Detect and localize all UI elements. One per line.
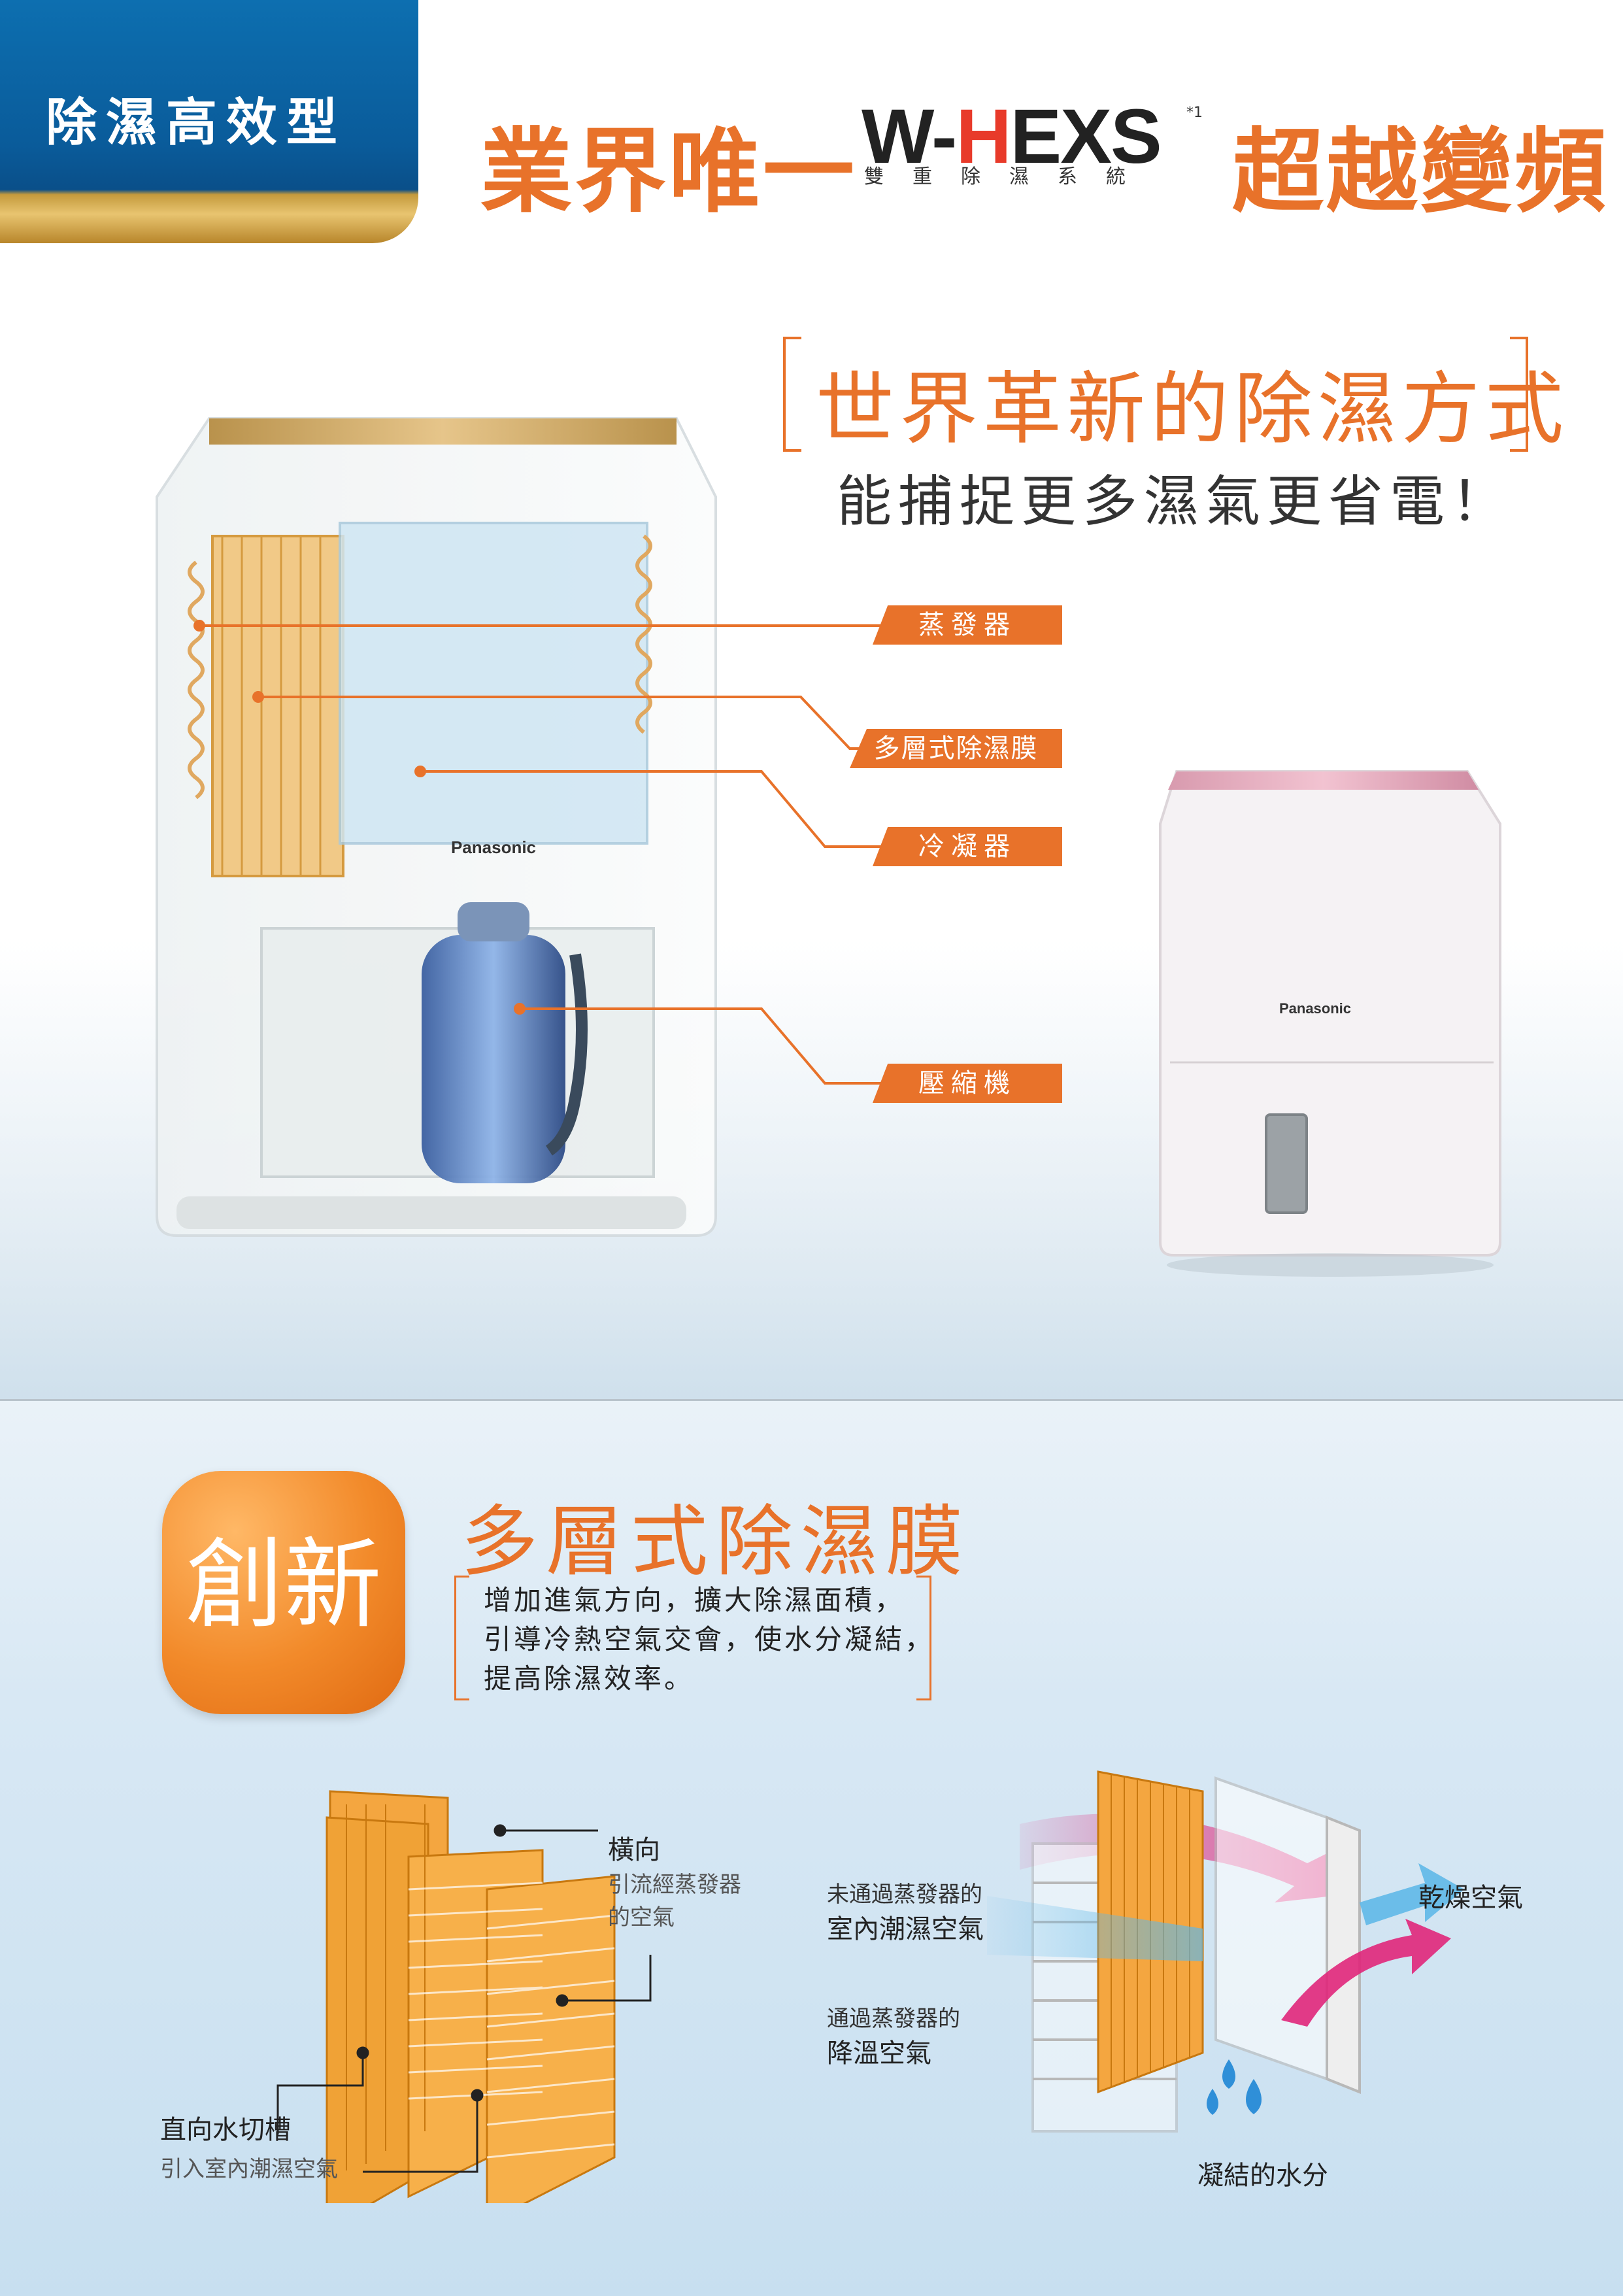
innovation-badge (162, 1471, 405, 1714)
category-badge (0, 0, 418, 243)
innovation-badge-label: 創新 (185, 1528, 382, 1642)
section-title: 多層式除濕膜 (461, 1496, 971, 1587)
label-horizontal-sub-2: 的空氣 (608, 1904, 675, 1931)
label-vertical-groove-sub: 引入室內潮濕空氣 (160, 2156, 338, 2182)
label-compressor: 壓縮機 (873, 1064, 1062, 1103)
label-horizontal: 橫向 (608, 1835, 660, 1865)
label-humid-air-sub: 未通過蒸發器的 (827, 1882, 982, 1908)
compressor-tank (422, 935, 565, 1183)
svg-text:Panasonic: Panasonic (1279, 1000, 1351, 1017)
headline-right: 超越變頻 (1232, 118, 1609, 226)
label-dry-air: 乾燥空氣 (1418, 1883, 1523, 1913)
dehumidifier-product: Panasonic (1159, 770, 1501, 1277)
label-condenser: 冷凝器 (873, 827, 1062, 866)
section-description: 增加進氣方向，擴大除濕面積， 引導冷熱空氣交會，使水分凝結， 提高除濕效率。 (484, 1584, 935, 1695)
whexs-subtitle: 雙重除濕系統 (864, 165, 1154, 188)
label-horizontal-sub-1: 引流經蒸發器 (608, 1872, 741, 1898)
label-condensed-water: 凝結的水分 (1197, 2161, 1328, 2191)
title-bracket (783, 337, 1528, 452)
brand-logo: Panasonic (451, 837, 536, 857)
label-cooled-air: 降溫空氣 (827, 2038, 931, 2068)
label-evaporator: 蒸發器 (873, 605, 1062, 645)
label-vertical-groove: 直向水切槽 (160, 2115, 291, 2145)
label-humid-air: 室內潮濕空氣 (827, 1914, 984, 1944)
category-badge-label: 除濕高效型 (46, 93, 347, 152)
label-membrane: 多層式除濕膜 (850, 729, 1062, 768)
membrane-layer-diagram (276, 1790, 652, 2203)
section-divider (0, 1399, 1623, 1401)
hero-subtitle: 能捕捉更多濕氣更省電！ (837, 469, 1513, 533)
desc-bracket (454, 1576, 931, 1700)
product-illustration: Panasonic Panasonic (0, 417, 1623, 1399)
airflow-diagram (987, 1770, 1464, 2133)
whexs-logo: W-HEXS (862, 93, 1162, 180)
footnote-mark: *1 (1186, 105, 1203, 121)
dehumidifier-cutaway: Panasonic (156, 417, 717, 1237)
headline-left: 業界唯一 (480, 118, 858, 226)
hero-title: 世界革新的除濕方式 (816, 364, 1569, 455)
label-cooled-air-sub: 通過蒸發器的 (827, 2006, 960, 2032)
